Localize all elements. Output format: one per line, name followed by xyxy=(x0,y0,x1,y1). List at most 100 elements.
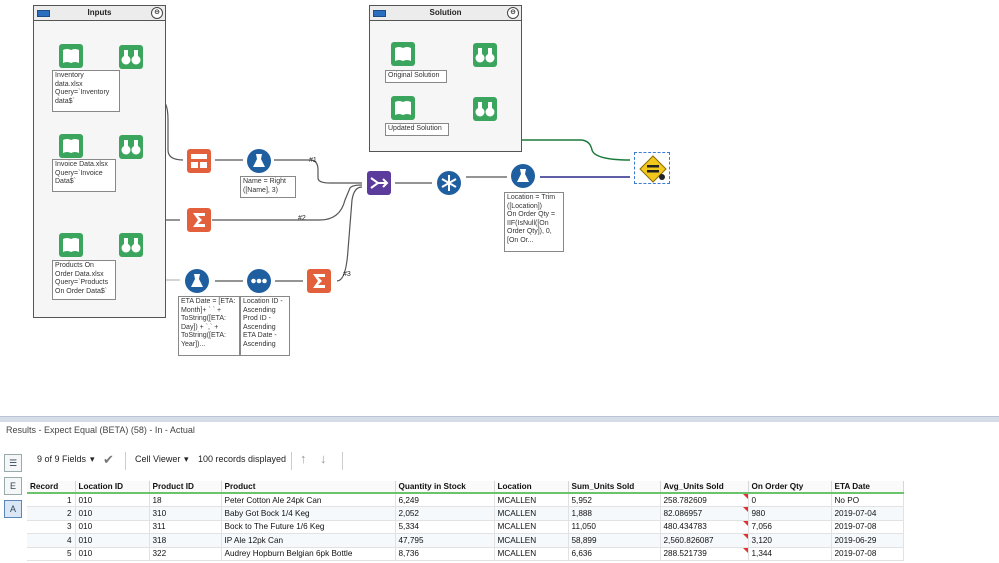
cell-on-order-qty[interactable]: 3,120 xyxy=(748,533,832,548)
fields-selector[interactable]: 9 of 9 Fields xyxy=(37,454,87,464)
cell-eta-date[interactable]: No PO xyxy=(831,493,904,507)
formula-tool-flask-icon[interactable] xyxy=(184,268,210,294)
cell-location-id[interactable]: 010 xyxy=(75,506,150,521)
cell-location[interactable]: MCALLEN xyxy=(494,533,569,548)
cell-eta-date[interactable]: 2019-06-29 xyxy=(831,533,904,548)
cell-avg-units-sold[interactable]: 2,560.826087 xyxy=(660,533,749,548)
collapse-icon[interactable]: ⊖ xyxy=(151,7,163,19)
collapse-icon[interactable]: ⊖ xyxy=(507,7,519,19)
cell-avg-units-sold[interactable]: 480.434783 xyxy=(660,520,749,534)
cell-product-id[interactable]: 311 xyxy=(149,520,222,534)
workflow-canvas[interactable]: Inputs ⊖ Solution ⊖ Inv xyxy=(0,0,999,416)
table-row[interactable]: 5 010 322 Audrey Hopburn Belgian 6pk Bot… xyxy=(27,547,904,561)
col-on-order-qty[interactable]: On Order Qty xyxy=(748,481,832,494)
cell-product[interactable]: Audrey Hopburn Belgian 6pk Bottle xyxy=(221,547,396,561)
cell-location-id[interactable]: 010 xyxy=(75,520,150,534)
container-header[interactable]: Inputs ⊖ xyxy=(34,6,165,21)
cell-on-order-qty[interactable]: 7,056 xyxy=(748,520,832,534)
col-product[interactable]: Product xyxy=(221,481,396,494)
col-eta-date[interactable]: ETA Date xyxy=(831,481,904,494)
cell-on-order-qty[interactable]: 980 xyxy=(748,506,832,521)
browse-tool-binoculars-icon[interactable] xyxy=(118,134,144,160)
cell-quantity-in-stock[interactable]: 47,795 xyxy=(395,533,495,548)
cell-product-id[interactable]: 310 xyxy=(149,506,222,521)
cell-product[interactable]: IP Ale 12pk Can xyxy=(221,533,396,548)
container-grip-icon[interactable] xyxy=(37,10,50,17)
col-product-id[interactable]: Product ID xyxy=(149,481,222,494)
input-data-tool-inventory[interactable] xyxy=(58,43,84,69)
viewer-selector[interactable]: Cell Viewer xyxy=(135,454,181,464)
cell-quantity-in-stock[interactable]: 5,334 xyxy=(395,520,495,534)
cell-sum-units-sold[interactable]: 1,888 xyxy=(568,506,661,521)
browse-tool-binoculars-icon[interactable] xyxy=(472,96,498,122)
cell-location-id[interactable]: 010 xyxy=(75,547,150,561)
text-to-columns-tool-icon[interactable] xyxy=(186,148,212,174)
table-row[interactable]: 3 010 311 Bock to The Future 1/6 Keg 5,3… xyxy=(27,520,904,534)
cell-quantity-in-stock[interactable]: 2,052 xyxy=(395,506,495,521)
cell-location[interactable]: MCALLEN xyxy=(494,493,569,507)
data-view-icon[interactable]: A xyxy=(4,500,22,518)
cell-product-id[interactable]: 318 xyxy=(149,533,222,548)
cell-record[interactable]: 5 xyxy=(27,547,76,561)
cell-record[interactable]: 4 xyxy=(27,533,76,548)
cell-quantity-in-stock[interactable]: 8,736 xyxy=(395,547,495,561)
container-grip-icon[interactable] xyxy=(373,10,386,17)
cell-sum-units-sold[interactable]: 58,899 xyxy=(568,533,661,548)
cell-avg-units-sold[interactable]: 258.782609 xyxy=(660,493,749,507)
cell-avg-units-sold[interactable]: 288.521739 xyxy=(660,547,749,561)
col-location-id[interactable]: Location ID xyxy=(75,481,150,494)
chevron-down-icon[interactable]: ▾ xyxy=(90,454,95,464)
panel-splitter[interactable] xyxy=(0,416,999,422)
col-record[interactable]: Record xyxy=(27,481,76,494)
cell-product[interactable]: Bock to The Future 1/6 Keg xyxy=(221,520,396,534)
formula-tool-flask-icon[interactable] xyxy=(246,148,272,174)
checkmark-icon[interactable]: ✔ xyxy=(103,452,114,467)
multi-field-tool-snowflake-icon[interactable] xyxy=(436,170,462,196)
summarize-tool-sigma-icon[interactable] xyxy=(306,268,332,294)
col-location[interactable]: Location xyxy=(494,481,569,494)
cell-on-order-qty[interactable]: 0 xyxy=(748,493,832,507)
input-data-tool-updated-solution[interactable] xyxy=(390,95,416,121)
cell-location[interactable]: MCALLEN xyxy=(494,547,569,561)
cell-eta-date[interactable]: 2019-07-08 xyxy=(831,520,904,534)
cell-record[interactable]: 1 xyxy=(27,493,76,507)
formula-tool-flask-icon[interactable] xyxy=(510,163,536,189)
metadata-view-icon[interactable]: E xyxy=(4,477,22,495)
sort-tool-icon[interactable] xyxy=(246,268,272,294)
cell-location[interactable]: MCALLEN xyxy=(494,520,569,534)
summarize-tool-sigma-icon[interactable] xyxy=(186,207,212,233)
cell-sum-units-sold[interactable]: 11,050 xyxy=(568,520,661,534)
cell-on-order-qty[interactable]: 1,344 xyxy=(748,547,832,561)
cell-product-id[interactable]: 18 xyxy=(149,493,222,507)
container-header[interactable]: Solution ⊖ xyxy=(370,6,521,21)
table-view-icon[interactable]: ☰ xyxy=(4,454,22,472)
expect-equal-tool-icon[interactable] xyxy=(634,152,670,184)
table-row[interactable]: 2 010 310 Baby Got Bock 1/4 Keg 2,052 MC… xyxy=(27,506,904,521)
cell-product[interactable]: Baby Got Bock 1/4 Keg xyxy=(221,506,396,521)
cell-product-id[interactable]: 322 xyxy=(149,547,222,561)
cell-quantity-in-stock[interactable]: 6,249 xyxy=(395,493,495,507)
arrow-down-icon[interactable]: ↓ xyxy=(320,451,327,466)
col-quantity-in-stock[interactable]: Quantity in Stock xyxy=(395,481,495,494)
input-data-tool-products-on-order[interactable] xyxy=(58,232,84,258)
browse-tool-binoculars-icon[interactable] xyxy=(118,232,144,258)
arrow-up-icon[interactable]: ↑ xyxy=(300,451,307,466)
table-row[interactable]: 4 010 318 IP Ale 12pk Can 47,795 MCALLEN… xyxy=(27,533,904,548)
cell-product[interactable]: Peter Cotton Ale 24pk Can xyxy=(221,493,396,507)
cell-eta-date[interactable]: 2019-07-08 xyxy=(831,547,904,561)
input-data-tool-invoice[interactable] xyxy=(58,133,84,159)
browse-tool-binoculars-icon[interactable] xyxy=(472,42,498,68)
cell-avg-units-sold[interactable]: 82.086957 xyxy=(660,506,749,521)
browse-tool-binoculars-icon[interactable] xyxy=(118,44,144,70)
cell-sum-units-sold[interactable]: 6,636 xyxy=(568,547,661,561)
cell-record[interactable]: 2 xyxy=(27,506,76,521)
chevron-down-icon[interactable]: ▾ xyxy=(184,454,189,464)
cell-location-id[interactable]: 010 xyxy=(75,533,150,548)
cell-sum-units-sold[interactable]: 5,952 xyxy=(568,493,661,507)
col-sum-units-sold[interactable]: Sum_Units Sold xyxy=(568,481,661,494)
col-avg-units-sold[interactable]: Avg_Units Sold xyxy=(660,481,749,494)
cell-record[interactable]: 3 xyxy=(27,520,76,534)
table-row[interactable]: 1 010 18 Peter Cotton Ale 24pk Can 6,249… xyxy=(27,493,904,507)
results-grid[interactable]: Record Location ID Product ID Product Qu… xyxy=(27,481,904,561)
union-tool-icon[interactable] xyxy=(366,170,392,196)
